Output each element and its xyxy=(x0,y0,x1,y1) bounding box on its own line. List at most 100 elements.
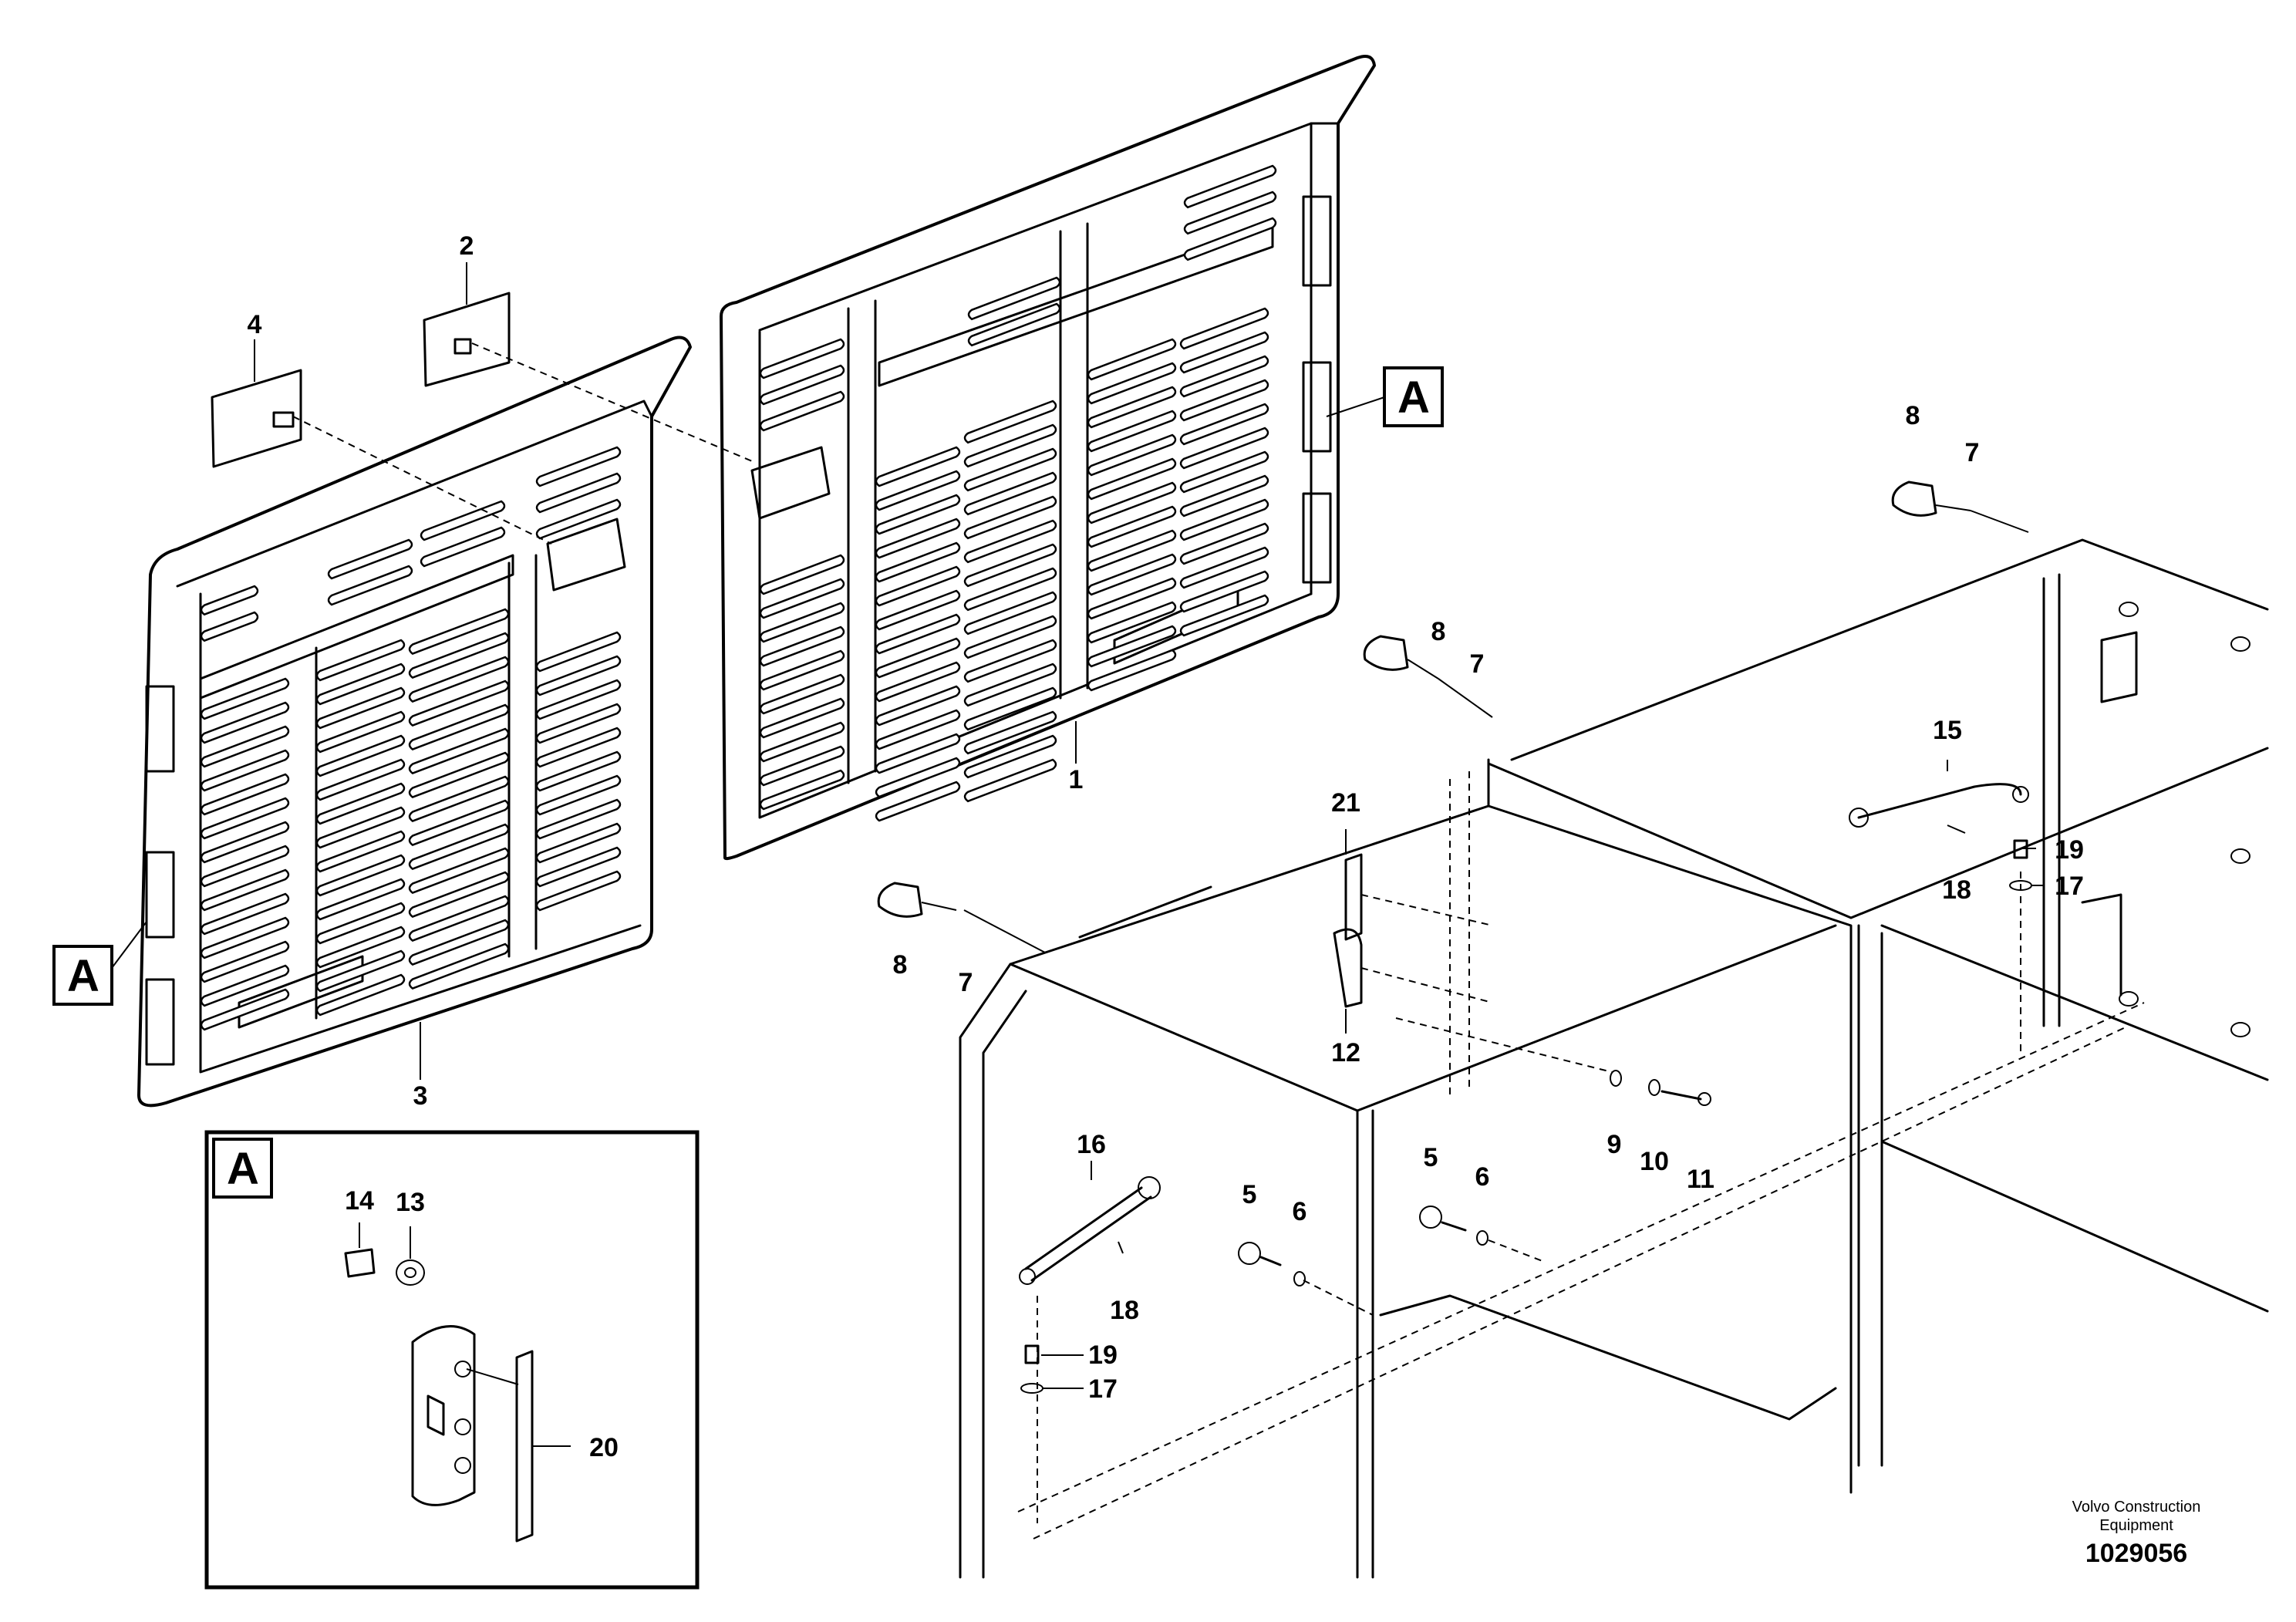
louvre-slot xyxy=(759,626,845,667)
louvre-slot xyxy=(1179,522,1269,565)
louvre-slot xyxy=(875,685,961,727)
louvre-slot xyxy=(408,871,510,919)
callout-5-right: 5 xyxy=(1424,1143,1438,1172)
hinge-assembly xyxy=(411,1325,476,1506)
louvre-slot xyxy=(408,919,510,966)
louvre-slot xyxy=(327,565,413,606)
ref-letter-left: A xyxy=(67,951,99,1001)
bracket-21 xyxy=(1344,853,1363,941)
callout-13: 13 xyxy=(396,1188,425,1217)
knob-8-mid xyxy=(1363,635,1439,679)
louvre-slot xyxy=(315,854,406,897)
louvre-slot xyxy=(408,679,510,727)
louvre-slot xyxy=(1179,570,1269,613)
louvre-slot xyxy=(535,472,622,514)
louvre-slot xyxy=(327,538,413,580)
louvre-slot xyxy=(875,518,961,559)
callout-17-right: 17 xyxy=(2055,872,2084,901)
cover-plate-4 xyxy=(211,339,302,468)
callout-14: 14 xyxy=(345,1186,374,1216)
louvre-slot xyxy=(200,821,290,864)
louvre-slot xyxy=(315,878,406,921)
ref-box-upper xyxy=(1383,366,1444,427)
louvre-slot xyxy=(875,541,961,583)
louvre-slot xyxy=(1087,649,1177,692)
louvre-slot xyxy=(200,749,290,792)
callout-16: 16 xyxy=(1077,1130,1106,1159)
callout-11: 11 xyxy=(1687,1165,1714,1194)
louvre-slot xyxy=(963,710,1057,755)
louvre-slot xyxy=(875,613,961,655)
brand-name-line1: Volvo Construction xyxy=(2072,1499,2201,1516)
louvre-slot xyxy=(200,868,290,912)
louvre-slot xyxy=(1183,191,1277,235)
louvre-slot xyxy=(535,498,622,540)
louvre-slot xyxy=(1179,474,1269,518)
louvre-slot xyxy=(967,276,1061,321)
callout-7-mid: 7 xyxy=(1470,649,1485,679)
callout-15: 15 xyxy=(1933,716,1962,745)
washer-6-left xyxy=(1293,1271,1306,1286)
louvre-slot xyxy=(408,632,510,679)
louvre-slot xyxy=(200,701,290,744)
callout-12: 12 xyxy=(1331,1038,1360,1067)
callout-7-left: 7 xyxy=(959,968,973,997)
louvre-slot xyxy=(408,703,510,751)
cover-plate-2 xyxy=(423,262,511,387)
louvre-slot xyxy=(759,721,845,763)
callout-6-right: 6 xyxy=(1475,1162,1490,1192)
louvre-slot xyxy=(1087,338,1177,381)
louvre-slot xyxy=(963,471,1057,516)
louvre-slot xyxy=(1087,577,1177,620)
louvre-slot xyxy=(1179,355,1269,398)
louvre-slot xyxy=(759,649,845,691)
louvre-slot xyxy=(535,774,622,816)
louvre-slot xyxy=(315,902,406,945)
louvre-slot xyxy=(535,631,622,673)
louvre-slot xyxy=(1179,379,1269,422)
knob-8-upper xyxy=(1891,481,1971,517)
callout-8-left: 8 xyxy=(893,950,908,980)
louvre-slot xyxy=(1087,457,1177,501)
louvre-slot xyxy=(759,338,845,379)
louvre-slot xyxy=(535,703,622,744)
louvre-slot xyxy=(200,845,290,888)
louvre-slot xyxy=(408,751,510,799)
louvre-slot xyxy=(875,733,961,774)
louvre-slot xyxy=(315,782,406,825)
callout-6-left: 6 xyxy=(1293,1197,1307,1226)
callout-5-left: 5 xyxy=(1242,1180,1257,1209)
louvre-slot xyxy=(200,725,290,768)
ref-box-left xyxy=(52,945,113,1006)
louvre-slot xyxy=(200,677,290,720)
brand-name-line2: Equipment xyxy=(2099,1517,2173,1534)
callout-9: 9 xyxy=(1607,1130,1622,1159)
louvre-slot xyxy=(315,926,406,969)
louvre-slot xyxy=(200,611,259,642)
louvre-slot xyxy=(963,423,1057,468)
louvre-slot xyxy=(1087,386,1177,429)
louvre-slot xyxy=(408,823,510,871)
louvre-slot xyxy=(875,709,961,750)
bolt-14 xyxy=(344,1248,376,1278)
louvre-slot xyxy=(408,727,510,775)
hinge-strip-right xyxy=(1302,195,1332,584)
louvre-slot xyxy=(1087,601,1177,644)
louvre-slot xyxy=(1179,331,1269,374)
ref-letter-upper: A xyxy=(1397,373,1430,423)
louvre-slot xyxy=(963,519,1057,564)
ref-letter-inset: A xyxy=(227,1144,259,1194)
louvre-slot xyxy=(759,602,845,643)
pin-16 xyxy=(1019,1176,1161,1285)
louvre-slot xyxy=(408,656,510,703)
hinge-strip-left xyxy=(145,685,175,1066)
louvre-slot xyxy=(875,565,961,607)
washer-6-right xyxy=(1476,1230,1489,1246)
louvre-slot xyxy=(315,830,406,873)
louvre-slot xyxy=(315,639,406,682)
louvre-slot xyxy=(963,543,1057,588)
louvre-slot xyxy=(759,745,845,787)
louvre-slot xyxy=(408,943,510,990)
louvre-slot xyxy=(759,769,845,811)
